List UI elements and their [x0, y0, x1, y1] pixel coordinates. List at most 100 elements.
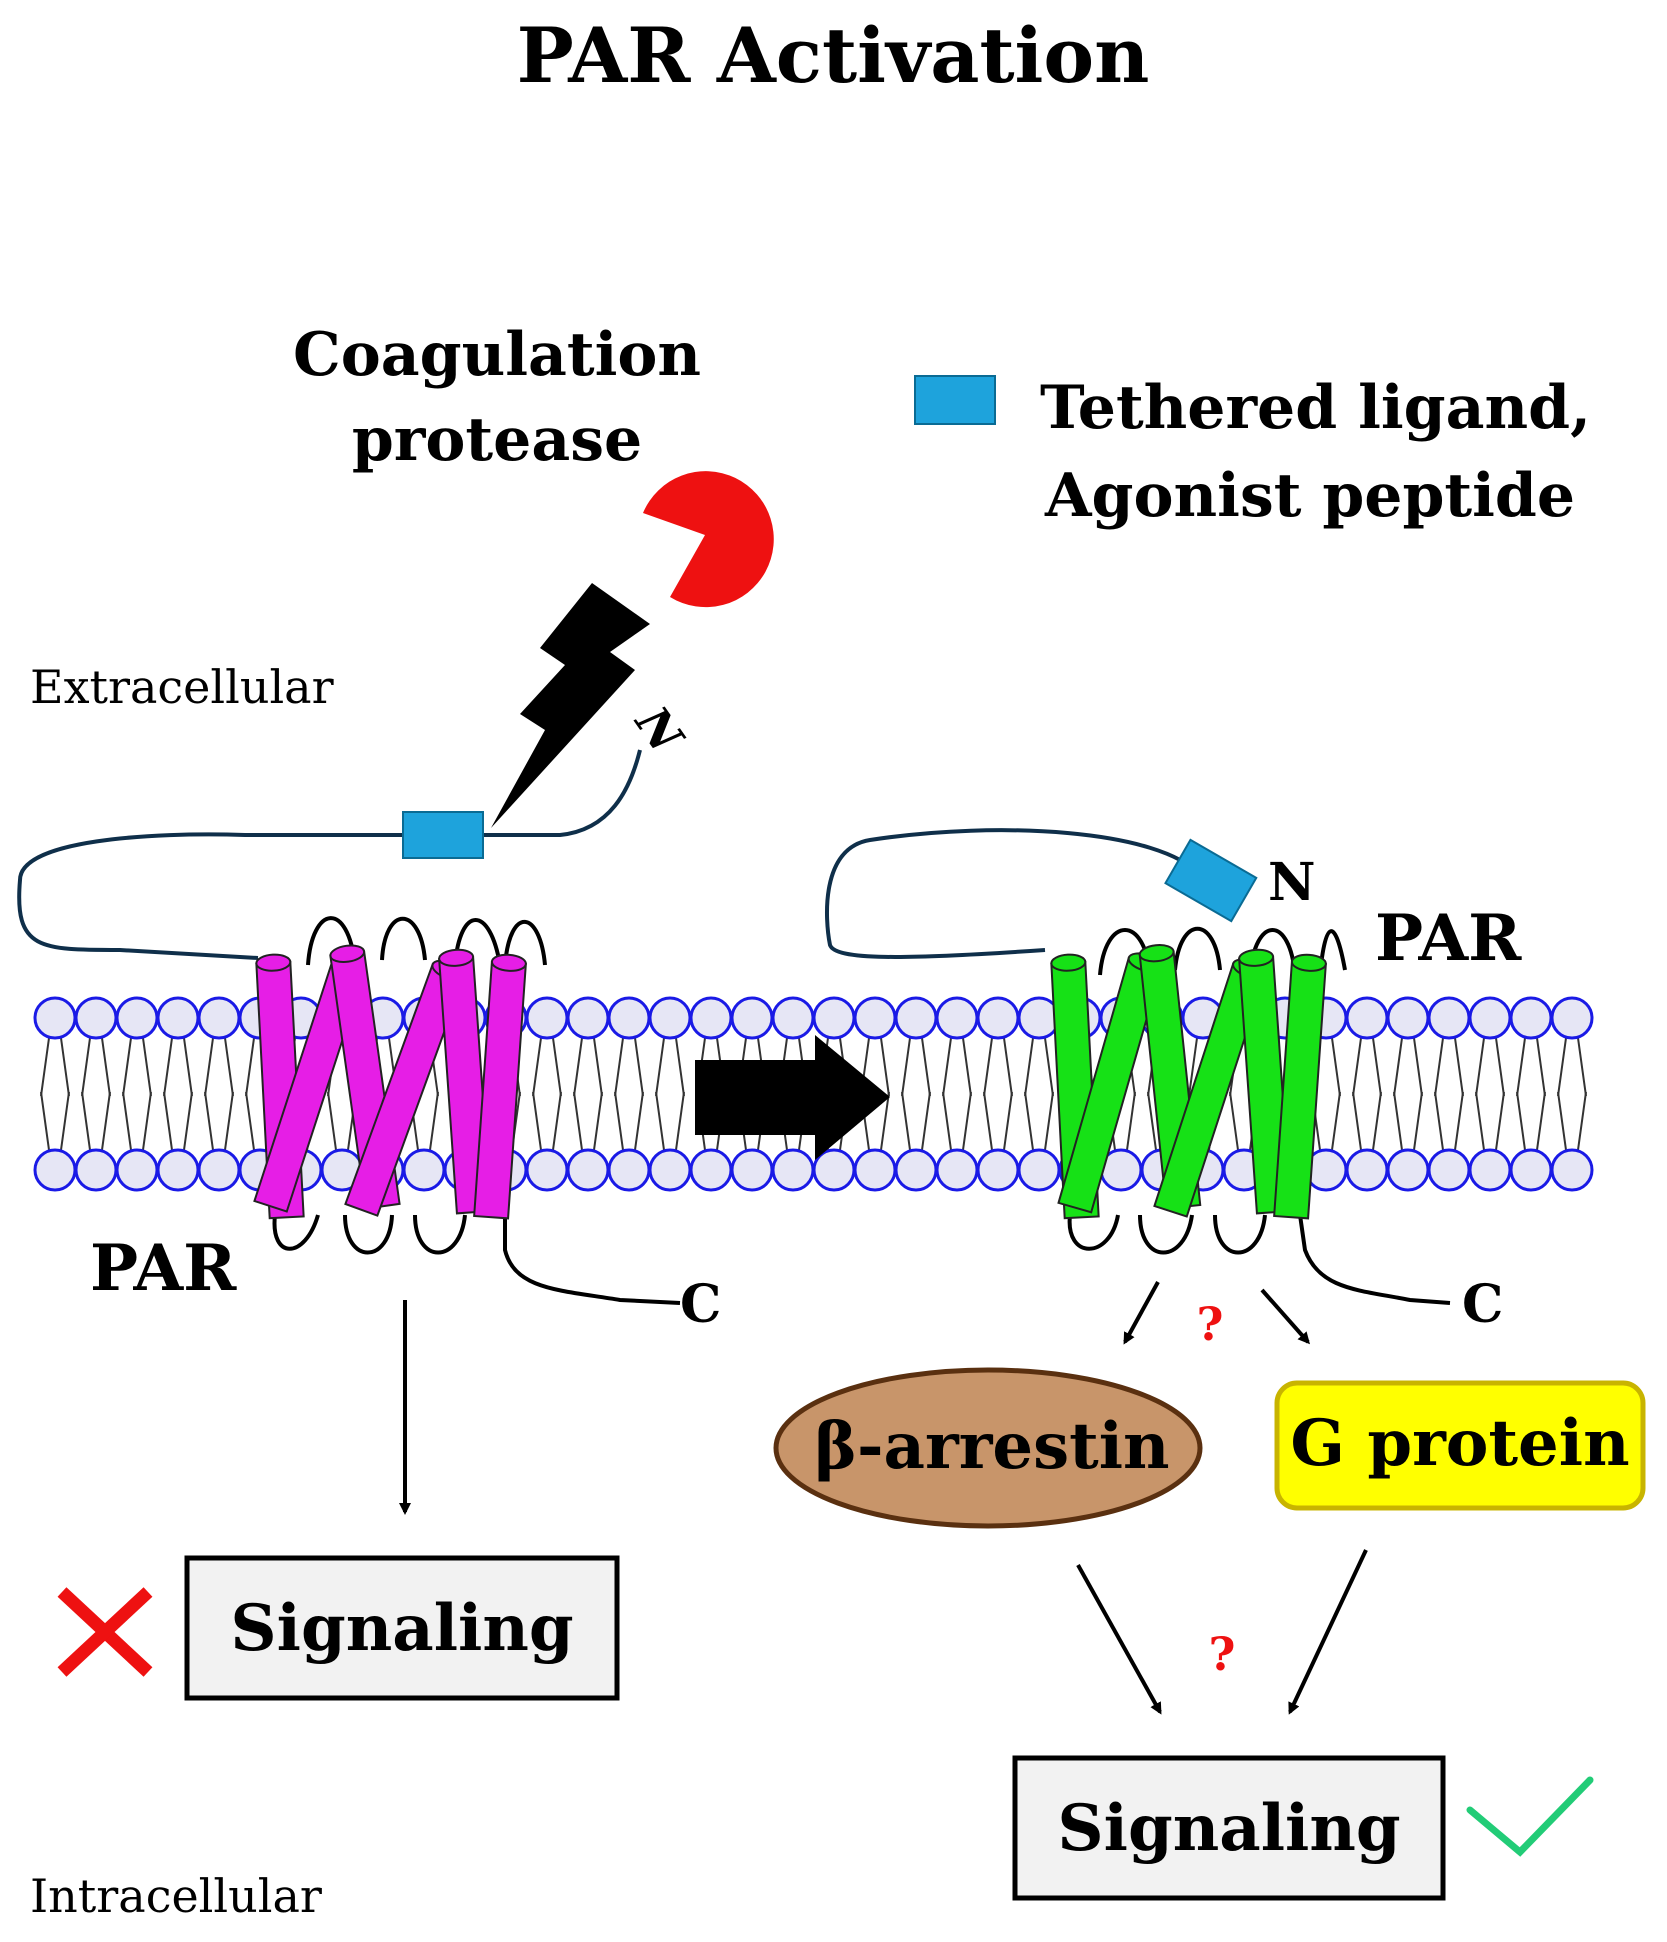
right-extracellular-loops	[1098, 926, 1347, 976]
lipid-tail	[1557, 1091, 1587, 1151]
right-par-helices	[1050, 944, 1327, 1220]
lipid-tail	[163, 1091, 193, 1151]
lipid-tail	[573, 1037, 603, 1097]
lipid-head	[33, 996, 77, 1040]
lipid-head	[1345, 1148, 1389, 1192]
right-par-label: PAR	[1375, 901, 1522, 976]
left-signaling-label: Signaling	[230, 1591, 573, 1666]
helix-cylinder	[473, 953, 527, 1220]
lipid-head	[853, 996, 897, 1040]
left-par-label: PAR	[90, 1231, 237, 1306]
lipid-head	[1550, 996, 1594, 1040]
lipid-tail	[901, 1037, 931, 1097]
lipid-head	[607, 996, 651, 1040]
lipid-head	[1427, 1148, 1471, 1192]
left-extracellular-loops	[306, 916, 547, 966]
left-par-helices	[253, 944, 527, 1220]
lipid-head	[689, 996, 733, 1040]
lipid-tail	[614, 1037, 644, 1097]
g-protein-to-signaling-arrow	[1288, 1549, 1368, 1715]
lipid-head	[1017, 1148, 1061, 1192]
helix-cap	[438, 948, 475, 967]
lipid-tail	[573, 1091, 603, 1151]
lipid-head	[566, 1148, 610, 1192]
check-icon	[1466, 1776, 1594, 1857]
right-c-terminus-label: C	[1462, 1274, 1503, 1335]
lipid-head	[730, 1148, 774, 1192]
protease-label-line1: Coagulation	[293, 320, 701, 390]
lipid-tail	[1393, 1091, 1423, 1151]
lipid-tail	[901, 1091, 931, 1151]
g-protein-node	[1274, 1380, 1646, 1511]
blocked-x-icon	[57, 1587, 153, 1677]
lipid-head	[812, 996, 856, 1040]
lipid-tail	[122, 1091, 152, 1151]
lipid-tail	[1393, 1037, 1423, 1097]
helix-cap	[1290, 953, 1327, 972]
lipid-head	[1427, 996, 1471, 1040]
beta-arrestin-to-signaling-arrow	[1076, 1564, 1162, 1715]
lipid-tail	[1475, 1091, 1505, 1151]
lipid-head	[402, 1148, 446, 1192]
lipid-head	[935, 996, 979, 1040]
lipid-head	[812, 1148, 856, 1192]
right-intracellular-loops	[1067, 1214, 1451, 1305]
lipid-head	[1509, 996, 1553, 1040]
helix-cap	[490, 953, 527, 972]
lipid-head	[1345, 996, 1389, 1040]
lipid-head	[689, 1148, 733, 1192]
helix-cylinder	[1273, 953, 1327, 1220]
right-signaling-box	[1012, 1755, 1446, 1901]
coagulation-protease-icon	[643, 471, 774, 608]
lipid-tail	[655, 1091, 685, 1151]
lipid-tail	[1516, 1091, 1546, 1151]
lipid-head	[197, 996, 241, 1040]
lipid-tail	[614, 1091, 644, 1151]
lipid-tail	[532, 1091, 562, 1151]
legend-text-line1: Tethered ligand,	[1040, 373, 1591, 443]
pathway-question-mark: ?	[1197, 1297, 1224, 1351]
beta-arrestin-label: β-arrestin	[814, 1409, 1169, 1484]
lipid-tail	[1024, 1091, 1054, 1151]
right-n-terminal-tail	[824, 828, 1202, 959]
activation-arrow-icon	[695, 1035, 890, 1160]
lipid-tail	[1352, 1091, 1382, 1151]
lipid-head	[1468, 996, 1512, 1040]
lipid-tail	[40, 1037, 70, 1097]
lipid-head	[853, 1148, 897, 1192]
diagram-title: PAR Activation	[517, 11, 1150, 100]
lipid-tail	[532, 1037, 562, 1097]
lipid-head	[894, 1148, 938, 1192]
lipid-tail	[1434, 1037, 1464, 1097]
lipid-head	[1468, 1148, 1512, 1192]
left-n-terminus-label: N	[624, 695, 695, 764]
right-tethered-ligand	[1164, 838, 1258, 923]
lipid-tail	[1475, 1037, 1505, 1097]
lipid-head	[33, 1148, 77, 1192]
lipid-head	[1509, 1148, 1553, 1192]
helix-cap	[255, 953, 292, 972]
lipid-tail	[942, 1091, 972, 1151]
helix-cap	[329, 944, 366, 964]
lipid-head	[525, 1148, 569, 1192]
lipid-tail	[204, 1091, 234, 1151]
lipid-head	[156, 1148, 200, 1192]
lipid-head	[935, 1148, 979, 1192]
arrow-to-beta-arrestin	[1123, 1281, 1160, 1345]
lipid-head	[976, 1148, 1020, 1192]
lipid-head	[607, 1148, 651, 1192]
beta-arrestin-node	[773, 1367, 1203, 1529]
left-tethered-ligand	[402, 811, 484, 859]
lipid-tail	[983, 1037, 1013, 1097]
lipid-tail	[81, 1091, 111, 1151]
left-n-terminal-tail	[17, 749, 642, 960]
lipid-head	[566, 996, 610, 1040]
lipid-tail	[122, 1037, 152, 1097]
tethered-ligand-legend-swatch	[914, 375, 996, 425]
lipid-head	[976, 996, 1020, 1040]
g-protein-label: G protein	[1290, 1406, 1629, 1481]
right-n-terminus-label: N	[1268, 852, 1316, 913]
lipid-tail	[81, 1037, 111, 1097]
